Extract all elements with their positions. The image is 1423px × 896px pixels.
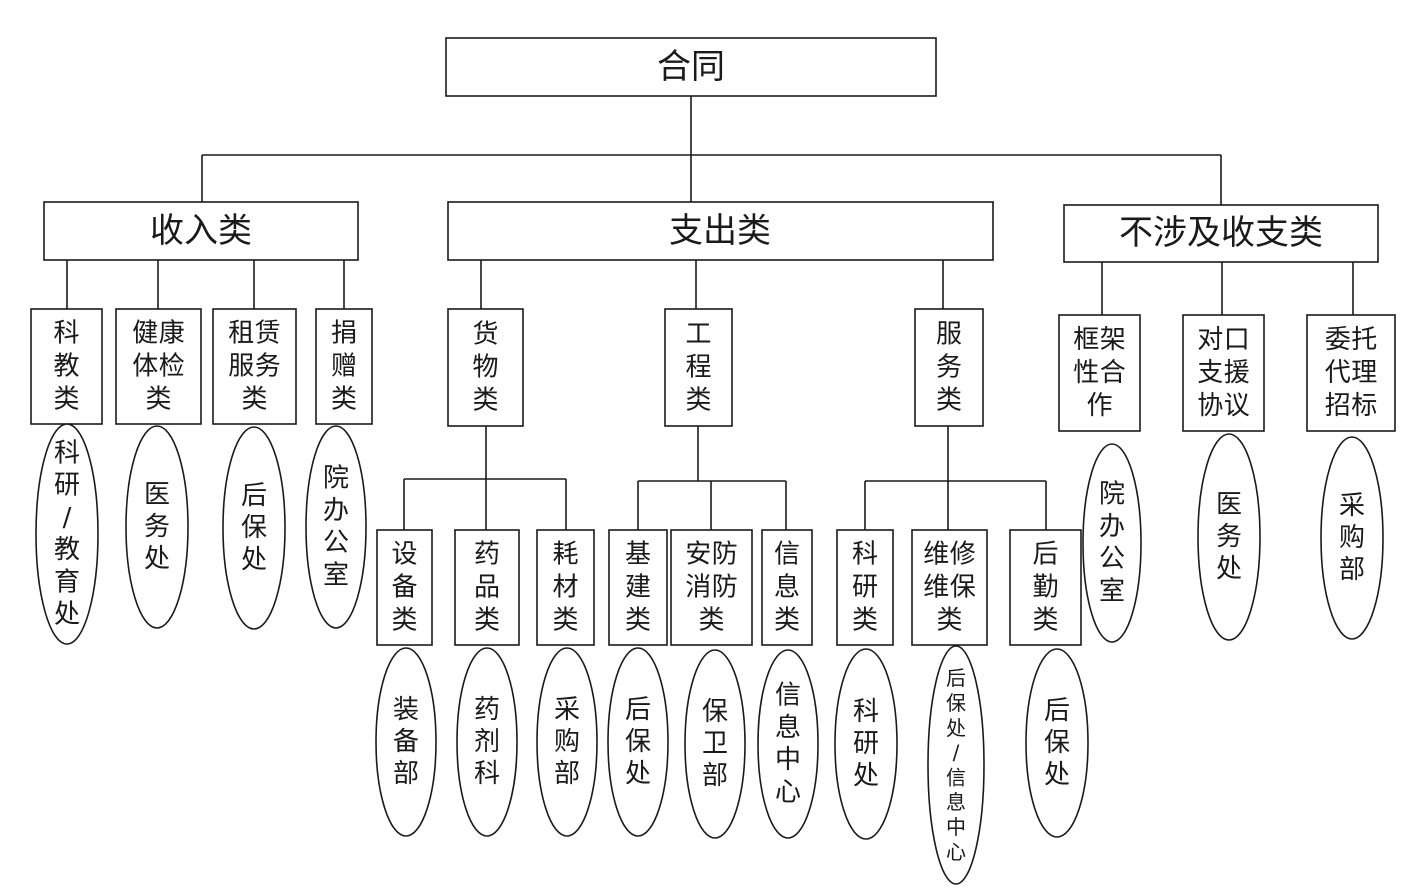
dept-oval-medical-affairs: 医务处 <box>125 425 189 629</box>
dept-oval-pharmacy: 药剂科 <box>456 647 518 837</box>
dept-oval-equipment-dept: 装备部 <box>375 647 437 837</box>
dept-oval-security-label: 保卫部 <box>702 697 728 791</box>
dept-oval-logistics-support-3: 后保处 <box>1025 648 1089 838</box>
dept-oval-logistics-support-label: 后保处 <box>241 481 267 575</box>
subcategory-equipment-label: 设备类 <box>391 540 417 636</box>
connector-lines <box>66 96 1354 530</box>
dept-oval-research-office: 科研处 <box>834 648 898 840</box>
dept-oval-equipment-dept-label: 装备部 <box>393 695 419 789</box>
subcategory-goods: 货物类 <box>447 308 524 427</box>
dept-oval-medical-affairs-2: 医务处 <box>1197 433 1261 641</box>
root-node: 合同 <box>445 37 937 97</box>
category-non-financial-label: 不涉及收支类 <box>1119 213 1323 253</box>
category-non-financial: 不涉及收支类 <box>1063 204 1379 263</box>
dept-oval-president-office: 院办公室 <box>305 425 367 629</box>
category-expense-label: 支出类 <box>669 211 771 251</box>
subcategory-medicine-label: 药品类 <box>474 540 500 636</box>
subcategory-framework-label: 框架性合作 <box>1073 325 1126 421</box>
dept-oval-president-office-2: 院办公室 <box>1082 443 1142 643</box>
subcategory-security-fire: 安防消防类 <box>670 529 753 646</box>
subcategory-services: 服务类 <box>914 308 984 427</box>
department-ovals: 科研/教育处医务处后保处院办公室装备部药剂科采购部后保处保卫部信息中心科研处后保… <box>35 423 1384 885</box>
subcategory-maintenance: 维修维保类 <box>911 529 988 646</box>
subcategory-information: 信息类 <box>761 529 813 646</box>
dept-oval-logistics-info: 后保处/信息中心 <box>927 645 985 885</box>
dept-oval-procurement-label: 采购部 <box>554 695 580 789</box>
subcategory-research-label: 科研类 <box>852 540 878 636</box>
subcategory-maintenance-label: 维修维保类 <box>923 540 976 636</box>
dept-oval-procurement: 采购部 <box>536 647 598 837</box>
dept-oval-research-office-label: 科研处 <box>853 697 879 791</box>
dept-oval-pharmacy-label: 药剂科 <box>474 695 500 789</box>
subcategory-security-fire-label: 安防消防类 <box>685 540 738 636</box>
subcategory-information-label: 信息类 <box>774 540 800 636</box>
subcategory-research: 科研类 <box>836 529 894 646</box>
category-income: 收入类 <box>43 201 359 261</box>
dept-oval-logistics-support-2: 后保处 <box>607 647 669 837</box>
subcategory-engineering: 工程类 <box>664 308 733 427</box>
subcategory-infrastructure: 基建类 <box>608 529 668 646</box>
subcategory-keyan-jiao-label: 科教类 <box>53 319 79 415</box>
subcategory-services-label: 服务类 <box>936 320 962 416</box>
subcategory-logistics: 后勤类 <box>1009 529 1082 646</box>
category-income-label: 收入类 <box>150 211 252 251</box>
subcategory-agency-bidding: 委托代理招标 <box>1306 314 1396 432</box>
root-label: 合同 <box>657 47 725 87</box>
dept-oval-info-center: 信息中心 <box>757 649 819 839</box>
subcategory-health-checkup: 健康体检类 <box>115 308 202 425</box>
subcategory-goods-label: 货物类 <box>472 320 498 416</box>
subcategory-paired-support-label: 对口支援协议 <box>1197 325 1250 421</box>
dept-oval-info-center-label: 信息中心 <box>775 681 801 808</box>
dept-oval-procurement-2: 采购部 <box>1320 436 1384 640</box>
dept-oval-logistics-info-label: 后保处/信息中心 <box>946 666 966 864</box>
subcategory-logistics-label: 后勤类 <box>1032 540 1058 636</box>
subcategory-agency-bidding-label: 委托代理招标 <box>1325 325 1378 421</box>
subcategory-consumables-label: 耗材类 <box>552 540 578 636</box>
subcategory-equipment: 设备类 <box>376 529 433 646</box>
dept-oval-president-office-label: 院办公室 <box>323 464 349 591</box>
dept-oval-logistics-support-3-label: 后保处 <box>1044 696 1070 790</box>
subcategory-rental-service: 租赁服务类 <box>212 308 297 425</box>
subcategory-rental-service-label: 租赁服务类 <box>228 319 281 415</box>
subcategory-donation: 捐赠类 <box>315 308 373 425</box>
subcategory-health-checkup-label: 健康体检类 <box>132 319 185 415</box>
dept-oval-research-education: 科研/教育处 <box>35 423 99 645</box>
category-expense: 支出类 <box>447 201 994 261</box>
subcategory-consumables: 耗材类 <box>536 529 595 646</box>
subcategory-paired-support: 对口支援协议 <box>1182 314 1265 432</box>
subcategory-infrastructure-label: 基建类 <box>625 540 651 636</box>
dept-oval-president-office-2-label: 院办公室 <box>1099 480 1125 607</box>
subcategory-engineering-label: 工程类 <box>685 320 711 416</box>
dept-oval-medical-affairs-label: 医务处 <box>144 480 170 574</box>
dept-oval-security: 保卫部 <box>684 649 746 839</box>
dept-oval-medical-affairs-2-label: 医务处 <box>1216 490 1242 584</box>
subcategory-framework: 框架性合作 <box>1058 314 1141 432</box>
dept-oval-research-education-label: 科研/教育处 <box>54 438 80 629</box>
subcategory-medicine: 药品类 <box>454 529 520 646</box>
dept-oval-logistics-support-2-label: 后保处 <box>625 695 651 789</box>
subcategory-keyan-jiao: 科教类 <box>30 308 103 425</box>
subcategory-donation-label: 捐赠类 <box>331 319 357 415</box>
dept-oval-logistics-support: 后保处 <box>222 426 286 630</box>
dept-oval-procurement-2-label: 采购部 <box>1339 491 1365 585</box>
